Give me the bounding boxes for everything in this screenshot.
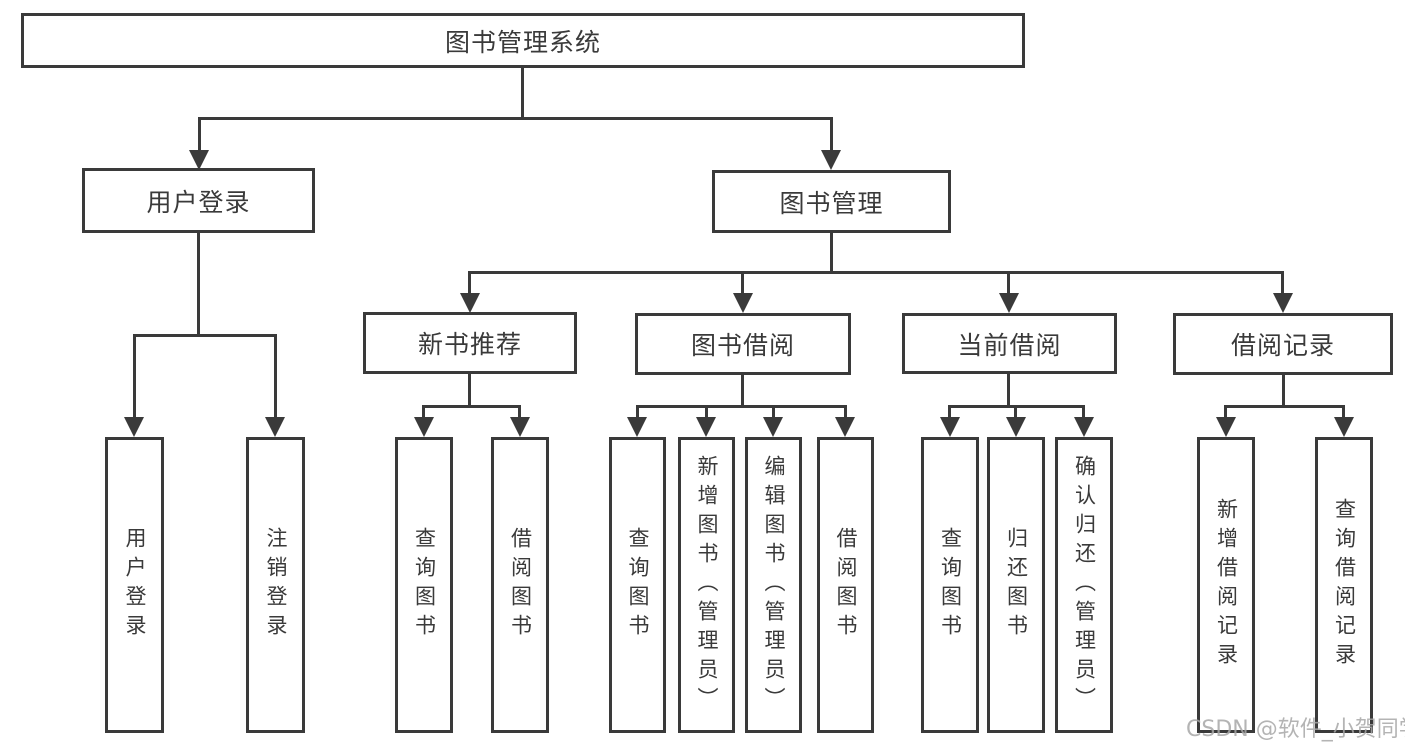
connector-book-management-stem [830, 233, 833, 274]
connector-arrow-bb-borrow [844, 405, 847, 419]
connector-user-login-bus [134, 334, 277, 337]
node-label: 注销登录 [264, 527, 288, 643]
connector-level2-bus [198, 117, 832, 120]
connector-arrow-bb-add [705, 405, 708, 419]
arrowhead-br-query-icon [1334, 417, 1354, 437]
arrowhead-bb-borrow-icon [835, 417, 855, 437]
arrowhead-bb-query-icon [627, 417, 647, 437]
arrowhead-cb-confirm-icon [1074, 417, 1094, 437]
arrowhead-cb-query-icon [940, 417, 960, 437]
connector-new-book-bus [424, 405, 521, 408]
connector-new-book-stem [468, 374, 471, 407]
node-label: 查询图书 [938, 527, 963, 643]
node-library-management-system: 图书管理系统 [21, 13, 1025, 68]
arrowhead-br-add-icon [1216, 417, 1236, 437]
node-label: 当前借阅 [957, 330, 1062, 360]
node-book-borrowing: 图书借阅 [635, 313, 851, 375]
node-leaf-nbr-query-books: 查询图书 [395, 437, 453, 733]
node-leaf-bb-borrow-books: 借阅图书 [817, 437, 874, 733]
node-new-book-recommendation: 新书推荐 [363, 312, 577, 374]
connector-arrow-user-login [198, 117, 201, 152]
node-user-login: 用户登录 [82, 168, 315, 233]
connector-arrow-leaf-logout [274, 334, 277, 419]
connector-arrow-br-add [1224, 405, 1227, 419]
node-label: 确认归还（管理员） [1072, 454, 1097, 716]
connector-arrow-new-book [468, 271, 471, 295]
connector-arrow-borrow-records [1281, 271, 1284, 295]
csdn-watermark: CSDN @软件_小贺同学 [1186, 717, 1405, 742]
arrowhead-book-borrow-icon [733, 293, 753, 313]
connector-current-borrow-bus [950, 405, 1085, 408]
arrowhead-current-borrow-icon [999, 293, 1019, 313]
node-leaf-cb-confirm-return-admin: 确认归还（管理员） [1055, 437, 1113, 733]
connector-arrow-book-management [830, 117, 833, 152]
connector-arrow-current-borrow [1007, 271, 1010, 295]
arrowhead-user-login-icon [189, 150, 209, 170]
connector-user-login-stem [197, 233, 200, 337]
connector-arrow-cb-return [1014, 405, 1017, 419]
node-label: 查询图书 [412, 527, 437, 643]
connector-arrow-bb-query [636, 405, 639, 419]
connector-arrow-book-borrow [741, 271, 744, 295]
connector-book-borrow-stem [741, 375, 744, 407]
connector-root-stem [521, 68, 524, 120]
node-label: 借阅图书 [508, 527, 533, 643]
connector-current-borrow-stem [1007, 374, 1010, 407]
arrowhead-bb-add-icon [696, 417, 716, 437]
node-label: 图书管理 [779, 188, 884, 218]
arrowhead-bb-edit-icon [763, 417, 783, 437]
connector-borrow-records-stem [1282, 375, 1285, 407]
node-borrowing-records: 借阅记录 [1173, 313, 1393, 375]
node-leaf-bb-edit-books-admin: 编辑图书（管理员） [745, 437, 802, 733]
node-label: 用户登录 [146, 187, 251, 217]
node-leaf-br-add-record: 新增借阅记录 [1197, 437, 1255, 733]
node-label: 归还图书 [1004, 527, 1029, 643]
connector-arrow-leaf-user-login [133, 334, 136, 419]
node-label: 编辑图书（管理员） [762, 454, 786, 716]
node-leaf-cb-return-books: 归还图书 [987, 437, 1045, 733]
connector-arrow-nbr-query [422, 405, 425, 419]
connector-arrow-nbr-borrow [518, 405, 521, 419]
connector-level3-bus [470, 271, 1284, 274]
arrowhead-new-book-icon [460, 293, 480, 313]
arrowhead-leaf-user-login-icon [124, 417, 144, 437]
node-current-borrowing: 当前借阅 [902, 313, 1117, 374]
connector-arrow-cb-query [948, 405, 951, 419]
arrowhead-cb-return-icon [1006, 417, 1026, 437]
node-label: 用户登录 [123, 527, 147, 643]
node-label: 新书推荐 [417, 330, 522, 359]
node-label: 借阅图书 [834, 527, 858, 643]
connector-borrow-records-bus [1226, 405, 1345, 408]
node-label: 查询图书 [626, 527, 650, 643]
node-label: 图书管理系统 [444, 27, 601, 57]
arrowhead-nbr-query-icon [414, 417, 434, 437]
node-label: 新增图书（管理员） [695, 454, 719, 716]
node-leaf-bb-add-books-admin: 新增图书（管理员） [678, 437, 735, 733]
arrowhead-leaf-logout-icon [265, 417, 285, 437]
node-leaf-nbr-borrow-books: 借阅图书 [491, 437, 549, 733]
node-label: 借阅记录 [1230, 331, 1335, 360]
node-label: 查询借阅记录 [1332, 498, 1357, 672]
node-leaf-logout: 注销登录 [246, 437, 305, 733]
connector-arrow-cb-confirm [1082, 405, 1085, 419]
node-label: 新增借阅记录 [1214, 498, 1239, 672]
node-leaf-user-login: 用户登录 [105, 437, 164, 733]
connector-arrow-bb-edit [772, 405, 775, 419]
arrowhead-borrow-records-icon [1273, 293, 1293, 313]
arrowhead-book-management-icon [821, 150, 841, 170]
node-leaf-br-query-record: 查询借阅记录 [1315, 437, 1373, 733]
node-leaf-bb-query-books: 查询图书 [609, 437, 666, 733]
node-leaf-cb-query-books: 查询图书 [921, 437, 979, 733]
arrowhead-nbr-borrow-icon [510, 417, 530, 437]
connector-arrow-br-query [1342, 405, 1345, 419]
node-book-management: 图书管理 [712, 170, 951, 233]
connector-book-borrow-bus [637, 405, 846, 408]
node-label: 图书借阅 [690, 331, 795, 360]
